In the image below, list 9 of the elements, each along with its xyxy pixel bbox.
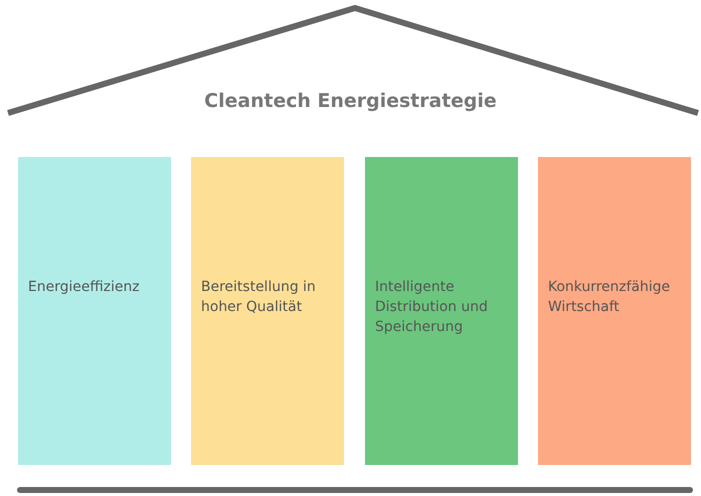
pillar-label: Intelligente Distribution und Speicherung <box>375 278 489 337</box>
pillar-label: Konkurrenzfähige Wirtschaft <box>548 278 672 317</box>
pillar-box <box>538 157 691 465</box>
diagram-title: Cleantech Energiestrategie <box>203 90 498 112</box>
pillar-box <box>365 157 518 465</box>
pillar-label: Bereitstellung in hoher Qualität <box>201 278 317 317</box>
pillar-box <box>191 157 344 465</box>
pillar-box <box>18 157 171 465</box>
pillar-label: Energieeffizienz <box>28 278 140 297</box>
